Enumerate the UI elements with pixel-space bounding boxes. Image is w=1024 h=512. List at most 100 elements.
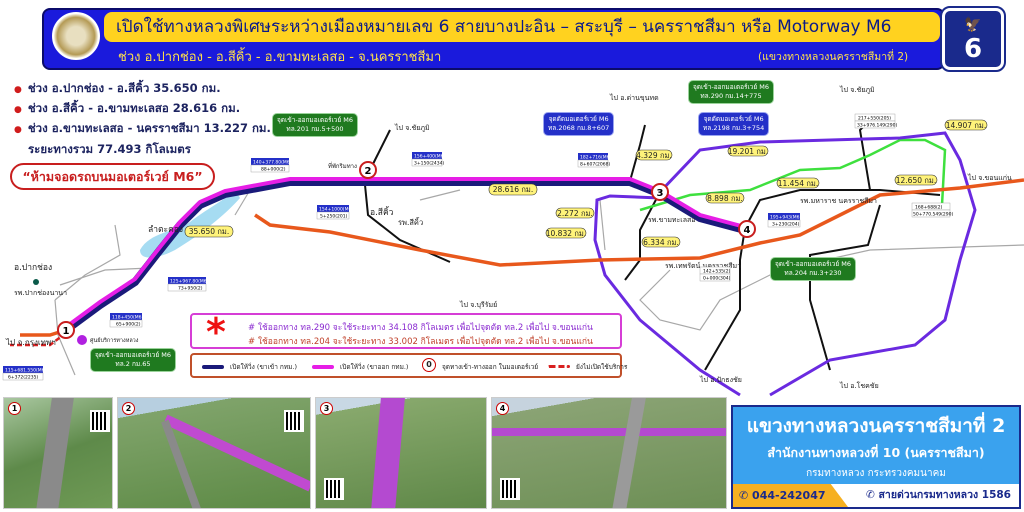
no-parking-notice: “ห้ามจอดรถบนมอเตอร์เวย์ M6” (10, 163, 215, 190)
svg-text:0+000(304): 0+000(304) (703, 276, 731, 282)
svg-text:156+400(M6): 156+400(M6) (414, 154, 445, 160)
hospital-label: รพ.เทพรัตน์ นครราชสีมา (665, 262, 741, 270)
photo-number: 2 (122, 402, 135, 415)
direction-label: ไป อ.ปักธงชัย (699, 375, 742, 384)
svg-text:19.201 กม.: 19.201 กม. (728, 147, 769, 156)
lake-lamtakhong (140, 190, 240, 258)
svg-text:142+535(2): 142+535(2) (703, 269, 731, 275)
hospital-label: รพ.สีคิ้ว (398, 217, 423, 227)
photo-number: 3 (320, 402, 333, 415)
svg-text:35.650 กม.: 35.650 กม. (189, 227, 230, 236)
svg-text:118+450(M6): 118+450(M6) (112, 315, 143, 321)
service-center-label: ศูนย์บริการทางหลวง (90, 337, 139, 344)
node-1[interactable] (57, 321, 75, 339)
phone-icon: ✆ (866, 489, 879, 501)
hotline[interactable]: ✆ สายด่วนกรมทางหลวง 1586 (866, 484, 1011, 507)
node-2[interactable] (359, 161, 377, 179)
office-phone-number: 044-242047 (752, 489, 826, 502)
distance-tag: 35.650 กม. (184, 225, 234, 238)
svg-text:6.334 กม.: 6.334 กม. (643, 238, 679, 247)
legend-outbound: เปิดให้วิ่ง (ขาออก กทม.) (340, 363, 409, 371)
svg-text:125+967.80(M6): 125+967.80(M6) (170, 279, 209, 285)
district-label: (แขวงทางหลวงนครราชสีมาที่ 2) (758, 51, 909, 63)
segment-item: ช่วง อ.สีคิ้ว - อ.ขามทะเลสอ 28.616 กม. (14, 100, 240, 118)
direction-label: ไป จ.ชัยภูมิ (839, 85, 875, 94)
photo-interchange-1[interactable]: 1 (3, 397, 113, 509)
map-legend: เปิดให้วิ่ง (ขาเข้า กทม.) เปิดให้วิ่ง (ข… (190, 353, 627, 378)
node-label: 1 (63, 326, 70, 337)
page-subtitle: ช่วง อ.ปากช่อง - อ.สีคิ้ว - อ.ขามทะเลสอ … (118, 50, 442, 65)
node-label: 2 (365, 166, 372, 177)
svg-text:50+770.549(290): 50+770.549(290) (913, 212, 953, 218)
minor-roads (54, 189, 1024, 376)
note-204: # ใช้ออกทาง ทล.204 จะใช้ระยะทาง 33.002 ก… (248, 337, 593, 347)
svg-text:28.616 กม.: 28.616 กม. (493, 185, 534, 194)
qr-code-icon (284, 410, 304, 432)
hospital-label: รพ.ขามทะเลสอ (648, 216, 695, 224)
node-label: 3 (657, 188, 664, 199)
total-distance: ระยะทางรวม 77.493 กิโลเมตร (28, 142, 191, 156)
distance-tag: 2.272 กม. (555, 207, 595, 219)
note-290: # ใช้ออกทาง ทล.290 จะใช้ระยะทาง 34.108 ก… (248, 323, 593, 333)
legend-swatch-outbound (312, 365, 334, 369)
segment-item: ช่วง อ.ปากช่อง - อ.สีคิ้ว 35.650 กม. (14, 80, 221, 98)
motorway-inbound (63, 178, 747, 334)
legend-node-symbol: 0 (422, 358, 436, 372)
chainage-box: 156+400(M6)3+150(2434) (411, 152, 445, 167)
distance-tag: 14.907 กม. (944, 119, 988, 131)
route-290-west (593, 194, 741, 397)
chainage-box: 142+535(2)0+000(304) (699, 266, 731, 282)
node-4[interactable] (738, 220, 756, 238)
distance-tag: 11.454 กม. (776, 177, 820, 189)
office-phone[interactable]: ✆ 044-242047 (733, 484, 848, 507)
distance-tag: 12.650 กม. (894, 174, 938, 186)
distance-tag: 10.832 กม. (545, 227, 587, 239)
photo-interchange-2[interactable]: 2 (117, 397, 311, 509)
motorway-shield: 🦅 6 (940, 6, 1006, 72)
chainage-box: 168+688(2)50+770.549(290) (911, 202, 953, 218)
direction-label: ไป อ.ด่านขุนทด (609, 93, 659, 102)
bureau-name: สำนักงานทางหลวงที่ 10 (นครราชสีมา) (767, 445, 985, 460)
svg-text:115+681.550(M6): 115+681.550(M6) (5, 368, 46, 374)
place-label: ลำตะคอง (148, 225, 183, 235)
svg-text:3+230(204): 3+230(204) (772, 222, 800, 228)
route-290 (658, 131, 977, 397)
direction-label: ไป จ.ชัยภูมิ (394, 123, 430, 132)
node-label: 4 (744, 225, 751, 236)
qr-code-icon (500, 478, 520, 500)
svg-text:88+000(2): 88+000(2) (261, 167, 286, 173)
svg-text:6+372(2235): 6+372(2235) (8, 375, 38, 381)
legend-node: จุดทางเข้า-ทางออก ในมอเตอร์เวย์ (442, 363, 539, 371)
direction-label: ไป จ.บุรีรัมย์ (459, 300, 497, 309)
service-center-icon (77, 335, 87, 345)
svg-text:154+1000(M6): 154+1000(M6) (319, 207, 353, 213)
direction-label: ไป จ.กรุงเทพฯ (5, 338, 56, 347)
route-map: 1 2 3 4 อ.ปากช่อง รพ.ปากช่องนานา ลำตะคอง… (2, 85, 1024, 397)
node-3[interactable] (651, 183, 669, 201)
photo-interchange-4[interactable]: 4 (491, 397, 727, 509)
photo-number: 1 (8, 402, 21, 415)
office-info-panel: แขวงทางหลวงนครราชสีมาที่ 2 สำนักงานทางหล… (731, 405, 1021, 509)
distance-tag: 19.201 กม. (727, 145, 769, 157)
distance-tag: 28.616 กม. (488, 183, 538, 196)
svg-text:14.907 กม.: 14.907 กม. (946, 121, 987, 130)
photo-number: 4 (496, 402, 509, 415)
closed-route (10, 332, 67, 347)
svg-text:33+976.149(290): 33+976.149(290) (857, 123, 897, 129)
garuda-icon: 🦅 (964, 17, 982, 33)
route-highway-2 (254, 178, 1024, 267)
department-name: กรมทางหลวง กระทรวงคมนาคม (806, 468, 946, 479)
hospital-label: รพ.มหาราช นครราชสีมา (800, 197, 877, 205)
photo-interchange-3[interactable]: 3 (315, 397, 487, 509)
district-dot-icon (33, 279, 39, 285)
chainage-box: 140+377.80(M6)88+000(2) (250, 158, 292, 173)
chainage-box: 182+716(M6)8+607(2068) (577, 153, 611, 168)
hotline-text: สายด่วนกรมทางหลวง 1586 (878, 489, 1011, 501)
svg-text:65+900(2): 65+900(2) (116, 322, 141, 328)
phone-icon: ✆ (739, 489, 753, 502)
